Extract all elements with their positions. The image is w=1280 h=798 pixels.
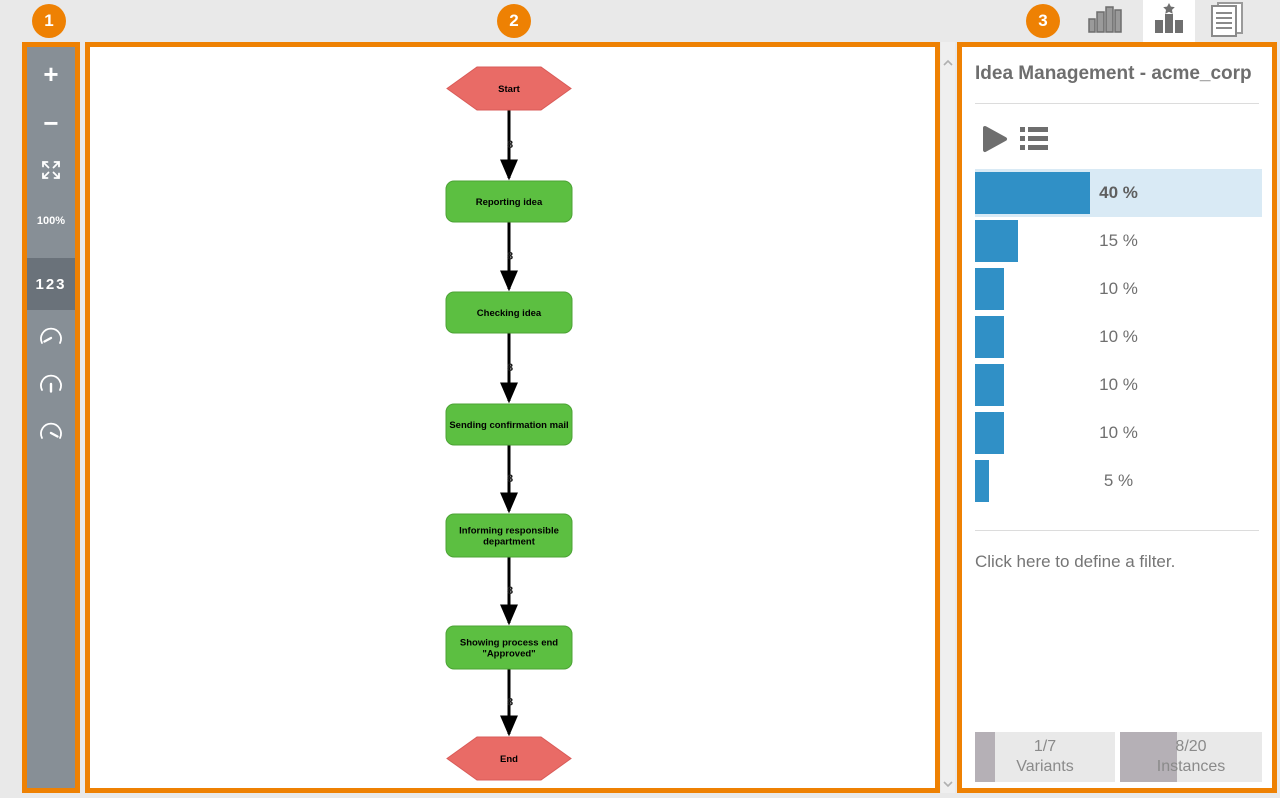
variants-label: Variants [1016, 758, 1074, 775]
edge-frequency-label: 8 [507, 473, 513, 485]
zoom-level-label[interactable]: 100% [36, 215, 66, 227]
edge-frequency-label: 8 [507, 697, 513, 709]
flow-node-activity[interactable]: Showing process end"Approved" [445, 625, 573, 670]
flow-node-activity[interactable]: Sending confirmation mail [445, 403, 573, 446]
variant-frequency-bar [975, 412, 1004, 454]
bar-chart-icon [1085, 4, 1123, 39]
annotation-badge-1: 1 [32, 4, 66, 38]
variant-frequency-bar [975, 172, 1090, 214]
variant-list: 40 % 15 % 10 % 10 % 10 % 10 % 5 % [975, 169, 1262, 505]
instances-stat: 8/20 Instances [1120, 732, 1262, 782]
variant-row[interactable]: 15 % [975, 217, 1262, 265]
variant-frequency-bar [975, 268, 1004, 310]
flow-edge: 8 [500, 110, 518, 181]
flow-node-activity[interactable]: Reporting idea [445, 180, 573, 223]
play-button[interactable] [982, 125, 1008, 153]
speed-slow-button[interactable] [27, 323, 75, 357]
analysis-panel: Idea Management - acme_corp 40 % 15 % 10 %… [957, 42, 1277, 793]
variant-list-button[interactable] [1020, 126, 1048, 152]
variants-stat-fill [975, 732, 995, 782]
edge-frequency-label: 8 [507, 251, 513, 263]
flow-edge: 8 [500, 557, 518, 626]
variants-count: 1/7 [1033, 738, 1057, 755]
variant-row[interactable]: 10 % [975, 361, 1262, 409]
instances-stat-text: 8/20 Instances [1120, 732, 1262, 782]
node-label: Showing process end"Approved" [460, 637, 558, 659]
gauge-slow-icon [38, 327, 64, 354]
variant-row[interactable]: 5 % [975, 457, 1262, 505]
variant-frequency-bar [975, 220, 1019, 262]
instances-count: 8/20 [1175, 738, 1207, 755]
panel-title: Idea Management - acme_corp [975, 63, 1252, 84]
instances-label: Instances [1156, 758, 1226, 775]
zoom-out-button[interactable]: − [43, 107, 59, 138]
variant-frequency-bar [975, 364, 1004, 406]
report-pages-icon [1207, 1, 1247, 42]
node-label: Reporting idea [476, 197, 543, 208]
edge-frequency-label: 8 [507, 362, 513, 374]
divider [975, 530, 1259, 531]
variant-percentage-label: 5 % [1103, 471, 1134, 490]
node-label: Sending confirmation mail [449, 420, 568, 431]
node-label: Start [498, 84, 520, 95]
scroll-up-icon[interactable] [943, 54, 953, 66]
variants-stat-text: 1/7 Variants [975, 732, 1115, 782]
flow-edge: 8 [500, 445, 518, 514]
speed-fast-button[interactable] [27, 418, 75, 452]
gauge-fast-icon [38, 422, 64, 449]
variant-row[interactable]: 10 % [975, 265, 1262, 313]
variant-frequency-bar [975, 316, 1004, 358]
fit-to-screen-button[interactable] [27, 155, 75, 189]
zoom-in-button[interactable]: + [43, 58, 59, 89]
variant-percentage-label: 15 % [1099, 231, 1138, 250]
scroll-down-icon[interactable] [943, 775, 953, 788]
variant-row[interactable]: 10 % [975, 313, 1262, 361]
annotation-badge-2: 2 [497, 4, 531, 38]
variants-star-icon [1152, 2, 1186, 40]
edge-frequency-label: 8 [507, 139, 513, 151]
show-frequencies-button[interactable]: 123 [27, 258, 75, 310]
tab-frequency-chart[interactable] [1078, 0, 1130, 42]
flow-node-activity[interactable]: Checking idea [445, 291, 573, 334]
divider [975, 103, 1259, 104]
define-filter-link[interactable]: Click here to define a filter. [975, 552, 1176, 571]
flow-node-end[interactable]: End [446, 736, 572, 781]
tab-variants[interactable] [1143, 0, 1195, 42]
variant-percentage-label: 10 % [1099, 423, 1138, 442]
variant-frequency-bar [975, 460, 990, 502]
vertical-scrollbar [941, 42, 955, 793]
instances-stat-fill [1120, 732, 1177, 782]
gauge-medium-icon [38, 374, 64, 401]
tab-report[interactable] [1201, 0, 1253, 42]
variants-stat: 1/7 Variants [975, 732, 1115, 782]
speed-medium-button[interactable] [27, 370, 75, 404]
variant-row[interactable]: 40 % [975, 169, 1262, 217]
flow-edge: 8 [500, 222, 518, 292]
variant-percentage-label: 10 % [1099, 279, 1138, 298]
diagram-toolbar: + − 100% 123 [22, 42, 80, 793]
edge-frequency-label: 8 [507, 585, 513, 597]
variant-percentage-label: 10 % [1099, 327, 1138, 346]
node-label: End [500, 754, 518, 765]
annotation-badge-3: 3 [1026, 4, 1060, 38]
flow-edge: 8 [500, 669, 518, 737]
expand-icon [40, 159, 62, 186]
variant-percentage-label: 40 % [1099, 183, 1138, 202]
variant-percentage-label: 10 % [1099, 375, 1138, 394]
flow-edge: 8 [500, 333, 518, 404]
variant-row[interactable]: 10 % [975, 409, 1262, 457]
node-label: Checking idea [477, 308, 542, 319]
flow-node-start[interactable]: Start [446, 66, 572, 111]
